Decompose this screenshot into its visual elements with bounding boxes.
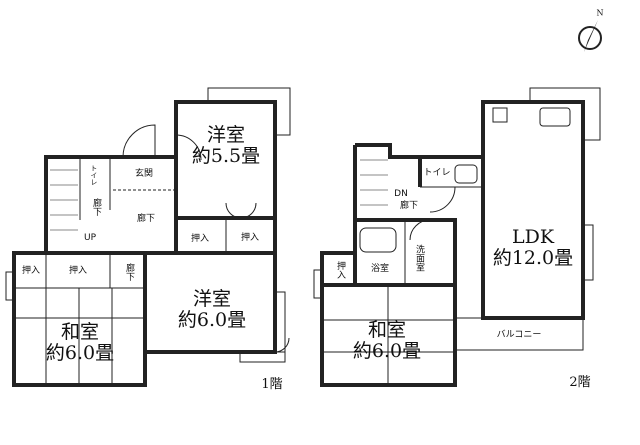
entrance-label: 玄関 [134,169,154,180]
bath-label: 浴室 [370,264,390,275]
room-size: 約6.0畳 [352,340,422,362]
hall-small-label: 廊下 [123,263,134,281]
closet-label: 押入 [68,266,88,277]
toilet-label: トイレ [89,164,98,186]
room-size: 約12.0畳 [492,247,574,269]
floor2-label: 2階 [569,374,591,390]
room-name: 洋室 [206,124,245,147]
closet-label: 押入 [334,261,345,279]
room-size: 約5.5畳 [191,145,261,167]
closet-label: 押入 [240,233,260,244]
room-size: 約6.0畳 [177,309,247,331]
toilet-label: トイレ [423,168,451,179]
room-name: 和室 [60,321,99,344]
stairs-up-label: UP [83,233,97,244]
room-size: 約6.0畳 [45,342,115,364]
room-name: 洋室 [192,288,231,311]
stairs-down-label: DN [394,189,408,200]
closet-label: 押入 [21,266,41,277]
closet-label: 押入 [190,234,210,245]
compass-label: N [596,8,604,18]
hall-small-label: 廊下 [90,198,101,216]
washroom-label: 洗面室 [413,244,424,272]
room-ldk: LDK 約12.0畳 [493,227,573,269]
room-japanese-2f: 和室 約6.0畳 [353,320,421,362]
balcony-label: バルコニー [496,330,542,341]
hall-label: 廊下 [399,201,419,212]
room-name: LDK [511,226,555,249]
room-japanese-1f: 和室 約6.0畳 [46,322,114,364]
room-western-b: 洋室 約6.0畳 [178,289,246,331]
hall-label: 廊下 [136,214,156,225]
floor1-label: 1階 [261,376,283,392]
compass-icon [578,20,602,52]
room-western-a: 洋室 約5.5畳 [192,125,260,167]
room-name: 和室 [367,319,406,342]
